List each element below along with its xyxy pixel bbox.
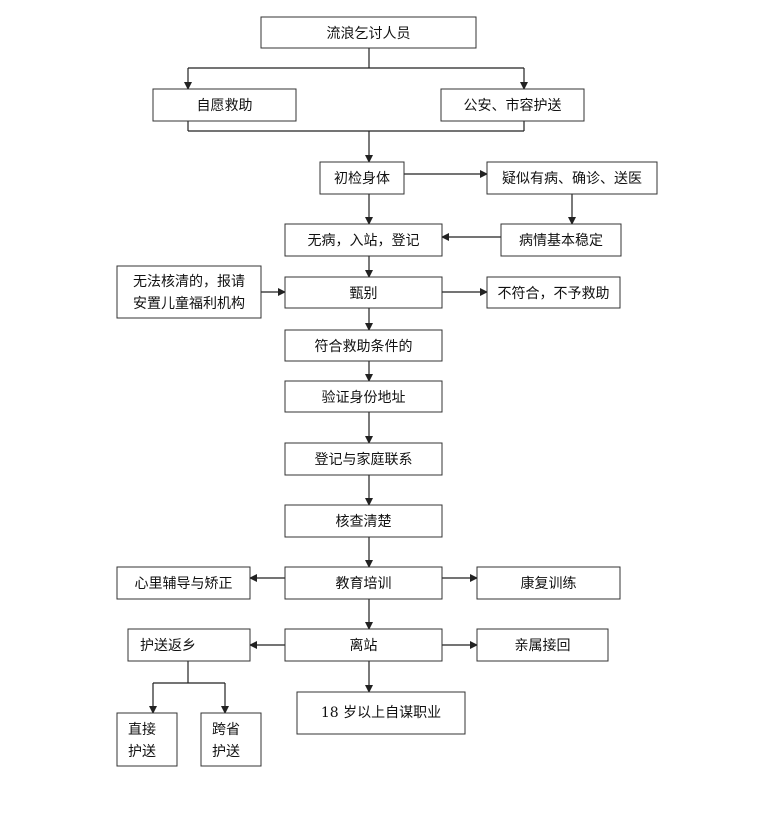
node-initial-check: 初检身体 — [319, 161, 405, 195]
node-suspected-ill-label: 疑似有病、确诊、送医 — [502, 171, 642, 187]
node-cross-province-label-line1: 跨省 — [212, 722, 240, 738]
node-not-eligible-label: 不符合，不予救助 — [498, 286, 610, 302]
node-contact-family-label: 登记与家庭联系 — [315, 451, 413, 468]
node-no-illness-label: 无病，入站，登记 — [308, 233, 420, 249]
node-self-employ: 18 岁以上自谋职业 — [296, 691, 466, 735]
node-unclear-label-line2: 安置儿童福利机构 — [133, 295, 245, 312]
node-stable: 病情基本稳定 — [500, 223, 622, 257]
node-contact-family: 登记与家庭联系 — [284, 442, 443, 476]
node-verify-clear: 核查清楚 — [284, 504, 443, 538]
node-psych-label: 心里辅导与矫正 — [135, 576, 233, 592]
node-eligible-label: 符合救助条件的 — [315, 338, 413, 355]
node-start: 流浪乞讨人员 — [260, 16, 477, 49]
node-direct-escort-label-line1: 直接 — [128, 721, 156, 738]
node-eligible: 符合救助条件的 — [284, 329, 443, 362]
node-unclear-label-line1: 无法核清的，报请 — [133, 274, 245, 290]
node-verify-clear-label: 核查清楚 — [336, 514, 392, 530]
node-start-label: 流浪乞讨人员 — [327, 26, 411, 42]
node-police-escort-label: 公安、市容护送 — [464, 97, 562, 114]
node-leave-label: 离站 — [350, 637, 378, 654]
node-rehab-label: 康复训练 — [521, 575, 577, 592]
node-not-eligible: 不符合，不予救助 — [486, 276, 621, 309]
node-education: 教育培训 — [284, 566, 443, 600]
node-escort-home-label: 护送返乡 — [140, 638, 196, 654]
node-verify-address: 验证身份地址 — [284, 380, 443, 413]
node-initial-check-label: 初检身体 — [334, 170, 390, 187]
node-no-illness: 无病，入站，登记 — [284, 223, 443, 257]
node-voluntary: 自愿救助 — [152, 88, 297, 122]
node-stable-label: 病情基本稳定 — [519, 232, 603, 249]
node-unclear: 无法核清的，报请 安置儿童福利机构 — [116, 265, 262, 319]
node-rehab: 康复训练 — [476, 566, 621, 600]
node-police-escort: 公安、市容护送 — [440, 88, 585, 122]
node-screening-label: 甄别 — [350, 286, 378, 302]
node-voluntary-label: 自愿救助 — [197, 98, 253, 114]
node-education-label: 教育培训 — [336, 576, 392, 592]
connectors — [149, 48, 576, 714]
node-psych: 心里辅导与矫正 — [116, 566, 251, 600]
node-direct-escort-label-line2: 护送 — [128, 744, 156, 760]
node-cross-province-label-line2: 护送 — [212, 744, 240, 760]
node-screening: 甄别 — [284, 276, 443, 309]
node-relatives: 亲属接回 — [476, 628, 609, 662]
node-relatives-label: 亲属接回 — [515, 637, 571, 654]
node-leave: 离站 — [284, 628, 443, 662]
node-direct-escort: 直接 护送 — [116, 712, 178, 767]
node-escort-home: 护送返乡 — [127, 628, 251, 662]
node-cross-province: 跨省 护送 — [200, 712, 262, 767]
node-suspected-ill: 疑似有病、确诊、送医 — [486, 161, 658, 195]
node-verify-address-label: 验证身份地址 — [322, 390, 406, 406]
node-self-employ-label: 18 岁以上自谋职业 — [321, 705, 441, 721]
